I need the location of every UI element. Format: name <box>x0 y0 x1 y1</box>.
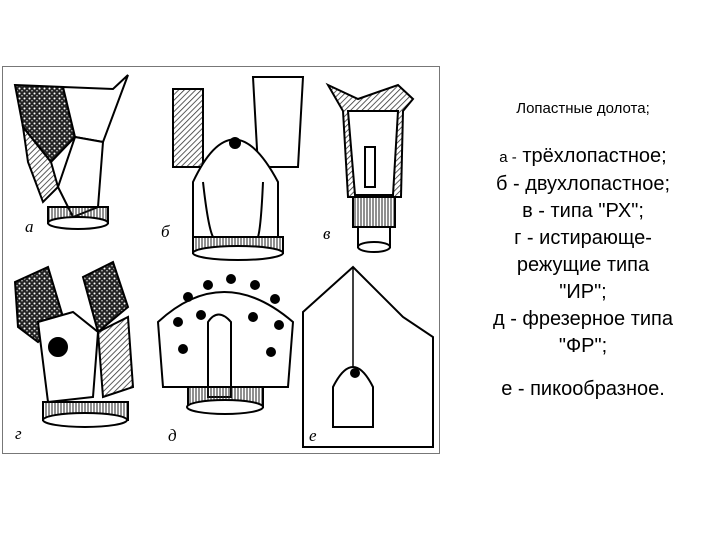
panel-label-d: д <box>168 426 177 445</box>
caption-item-g-cont2: "ИР"; <box>452 279 714 306</box>
caption-item-g-cont1: режущие типа <box>452 252 714 279</box>
item-letter: е - <box>501 378 525 400</box>
panel-label-e: е <box>309 426 317 445</box>
panel-label-b: б <box>161 222 170 241</box>
caption-item-d-cont: "ФР"; <box>452 333 714 360</box>
bit-v-rkh-type <box>325 82 415 253</box>
caption-item-a: а - трёхлопастное; <box>452 143 714 171</box>
caption-block: Лопастные долота; а - трёхлопастное; б -… <box>452 100 714 403</box>
item-text: "ФР"; <box>558 335 608 357</box>
panel-label-g: г <box>15 424 22 443</box>
panel-label-a: а <box>25 217 34 236</box>
item-text: "ИР"; <box>559 281 607 303</box>
item-text: истирающе- <box>533 227 652 249</box>
panel-label-v: в <box>323 224 331 243</box>
drill-bits-illustration: а б в г д е <box>13 74 434 448</box>
item-letter: д - <box>492 308 517 330</box>
item-text: двухлопастное; <box>519 173 671 195</box>
caption-item-g: г - истирающе- <box>452 225 714 252</box>
bit-e-pointed <box>302 265 434 448</box>
item-letter: б - <box>495 173 520 195</box>
item-text: режущие типа <box>516 254 650 276</box>
caption-item-d: д - фрезерное типа <box>452 306 714 333</box>
item-letter: в - <box>522 200 545 222</box>
item-text: фрезерное типа <box>516 308 674 330</box>
drill-bits-figure: а б в г д е <box>2 66 440 454</box>
caption-title: Лопастные долота; <box>516 100 650 117</box>
bit-g-ir-type <box>13 260 135 428</box>
item-letter: г - <box>514 227 534 249</box>
bit-b-two-blade <box>172 76 305 261</box>
caption-item-b: б - двухлопастное; <box>452 171 714 198</box>
item-letter: а - <box>499 149 517 166</box>
item-text: трёхлопастное; <box>516 145 667 167</box>
caption-item-e: е - пикообразное. <box>452 376 714 403</box>
bit-d-fr-type <box>156 274 295 415</box>
item-text: типа "РХ"; <box>544 200 644 222</box>
item-text: пикообразное. <box>524 378 665 400</box>
caption-item-v: в - типа "РХ"; <box>452 198 714 225</box>
bit-a-three-blade <box>13 74 129 230</box>
